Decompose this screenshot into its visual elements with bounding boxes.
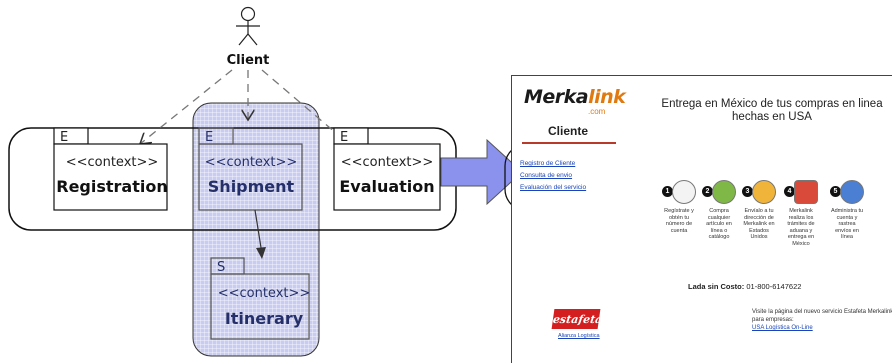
package-name: Itinerary	[225, 309, 304, 328]
toll-free-line: Lada sin Costo: 01-800-6147622	[688, 282, 801, 291]
merkalink-logo[interactable]: Merkalink	[524, 86, 626, 108]
step-number: 4	[784, 186, 795, 197]
package-tab-letter: E	[340, 130, 348, 145]
client-actor-icon	[236, 6, 260, 46]
package-evaluation[interactable]: E <<context>> Evaluation	[333, 127, 441, 211]
menu-link-consulta[interactable]: Consulta de envio	[520, 172, 573, 179]
package-stereotype: <<context>>	[205, 155, 298, 170]
block-arrow-icon	[440, 138, 523, 206]
estafeta-via-text: vía	[572, 304, 582, 310]
toll-free-label: Lada sin Costo:	[688, 282, 745, 291]
package-registration[interactable]: E <<context>> Registration	[53, 127, 168, 211]
package-icon	[752, 180, 776, 204]
step-number: 1	[662, 186, 673, 197]
estafeta-logo[interactable]: vía estafeta	[551, 304, 604, 329]
estafeta-promo: Visite la página del nuevo servicio Esta…	[752, 308, 892, 332]
computer-icon	[840, 180, 864, 204]
dependency-arrow-evaluation	[261, 69, 350, 145]
register-icon	[672, 180, 696, 204]
step-1: 1 Regístrate y obtén tu número de cuenta	[662, 180, 696, 234]
toll-free-number: 01-800-6147622	[746, 282, 802, 291]
package-stereotype: <<context>>	[341, 155, 434, 170]
composition-arrowhead	[256, 247, 266, 259]
package-tab-letter: S	[217, 260, 225, 275]
promo-text: Visite la página del nuevo servicio Esta…	[752, 309, 892, 323]
step-caption: Compra cualquier artículo en línea o cat…	[706, 208, 732, 240]
merkalink-webpage: Merkalink .com Cliente Entrega en México…	[511, 75, 892, 363]
package-name: Shipment	[208, 177, 295, 196]
promo-link[interactable]: USA Logística On-Line	[752, 325, 813, 331]
step-number: 5	[830, 186, 841, 197]
package-stereotype: <<context>>	[218, 286, 311, 301]
package-shipment[interactable]: E <<context>> Shipment	[198, 127, 303, 211]
steps-row: 1 Regístrate y obtén tu número de cuenta…	[662, 180, 892, 260]
step-number: 2	[702, 186, 713, 197]
page-header: Entrega en México de tus compras en line…	[661, 98, 883, 123]
package-stereotype: <<context>>	[66, 155, 159, 170]
estafeta-logo-text: estafeta	[552, 313, 604, 326]
package-name: Registration	[56, 177, 167, 196]
menu-link-evaluacion[interactable]: Evaluación del servicio	[520, 184, 587, 191]
step-4: 4 Merkalink realiza los trámites de adua…	[784, 180, 818, 247]
truck-icon	[794, 180, 818, 204]
step-5: 5 Administra tu cuenta y rastrea envíos …	[830, 180, 864, 241]
package-tab-letter: E	[205, 130, 213, 145]
alianza-link[interactable]: Alianza Logística	[558, 333, 600, 339]
cart-icon	[712, 180, 736, 204]
step-caption: Merkalink realiza los trámites de aduana…	[787, 208, 815, 247]
step-2: 2 Compra cualquier artículo en línea o c…	[702, 180, 736, 241]
client-menu: Registro de Cliente Consulta de envio Ev…	[520, 158, 586, 194]
composition-arrow	[254, 209, 263, 255]
step-caption: Administra tu cuenta y rastrea envíos en…	[830, 208, 864, 240]
logo-main-text: Merka	[524, 86, 589, 108]
logo-accent-text: link	[588, 86, 626, 108]
actor-label: Client	[227, 53, 270, 68]
logo-suffix: .com	[588, 107, 606, 116]
menu-link-registro[interactable]: Registro de Cliente	[520, 160, 576, 167]
step-caption: Regístrate y obtén tu número de cuenta	[664, 208, 694, 234]
package-itinerary[interactable]: S <<context>> Itinerary	[210, 257, 311, 340]
divider	[522, 142, 616, 144]
package-name: Evaluation	[339, 177, 434, 196]
step-number: 3	[742, 186, 753, 197]
section-title: Cliente	[548, 124, 589, 138]
package-tab-letter: E	[60, 130, 68, 145]
step-caption: Envíalo a tu dirección de Merkalink en E…	[743, 208, 775, 240]
dependency-arrow-registration	[140, 69, 233, 144]
step-3: 3 Envíalo a tu dirección de Merkalink en…	[742, 180, 776, 241]
